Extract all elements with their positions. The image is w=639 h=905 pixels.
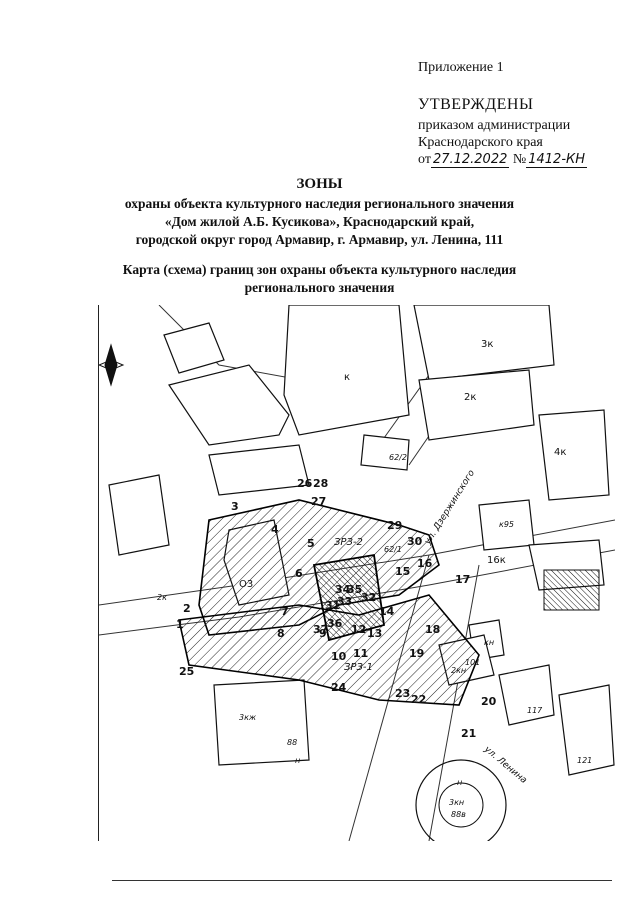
approved-by-line1: приказом администрации	[418, 118, 571, 133]
bottom-rule	[112, 880, 612, 881]
zones-map-svg: 3к 2к к 4к 62/2 О3 к95 16к 2к 3кж 88 н 1…	[99, 305, 615, 841]
label-n: н	[295, 756, 300, 765]
label-2kn: 2кн	[451, 666, 466, 675]
label-62-2: 62/2	[389, 453, 407, 462]
map-caption-line-1: Карта (схема) границ зон охраны объекта …	[122, 262, 517, 277]
point-33: 33	[337, 595, 352, 608]
compass-icon	[99, 343, 125, 387]
point-11: 11	[353, 647, 368, 660]
point-4: 4	[271, 523, 279, 536]
zone-label-zrz-2: ЗРЗ-2	[334, 537, 363, 548]
order-from: от	[418, 152, 431, 167]
zones-map: 3к 2к к 4к 62/2 О3 к95 16к 2к 3кж 88 н 1…	[98, 305, 615, 841]
building-4k	[538, 409, 610, 501]
label-kn: кн	[484, 638, 494, 647]
point-9: 9	[319, 627, 327, 640]
street-dzerzhinskogo: ул. Дзержинского	[423, 468, 478, 547]
point-28: 28	[313, 477, 328, 490]
label-3kzh: 3кж	[239, 713, 257, 722]
label-3k: 3к	[481, 339, 493, 350]
label-03: О3	[239, 579, 253, 590]
order-date: 27.12.2022	[430, 152, 510, 168]
appendix-label: Приложение 1	[418, 60, 504, 75]
point-numbers: 1 2 3 4 5 6 7 8 9 10 11 12 13 14 15 16 1…	[176, 477, 497, 740]
label-121: 121	[577, 756, 592, 765]
point-34: 34	[335, 583, 351, 596]
street-lenina: ул. Ленина	[481, 744, 528, 786]
order-number-sign: №	[512, 152, 527, 167]
label-k95: к95	[499, 520, 514, 529]
point-31: 31	[325, 599, 340, 612]
building-3k	[413, 305, 555, 381]
building-top-center	[283, 305, 410, 436]
point-13: 13	[367, 627, 382, 640]
point-14: 14	[379, 605, 395, 618]
map-caption-line-2: регионального значения	[244, 280, 395, 295]
label-88v: 88в	[451, 810, 466, 819]
building-center-k	[208, 444, 310, 496]
label-2k: 2к	[464, 392, 476, 403]
building-3kzh	[213, 679, 310, 766]
point-22: 22	[411, 693, 426, 706]
building-top-left	[163, 322, 225, 374]
label-n-round: н	[457, 778, 462, 787]
dense-block	[543, 569, 600, 611]
point-25: 25	[179, 665, 194, 678]
roundabout	[415, 759, 507, 841]
label-2k-left: 2к	[157, 593, 167, 602]
label-16k: 16к	[487, 555, 506, 566]
label-4k: 4к	[554, 447, 566, 458]
label-88: 88	[287, 738, 297, 747]
title-line-2: «Дом жилой А.Б. Кусикова», Краснодарский…	[164, 214, 475, 229]
point-30: 30	[407, 535, 423, 548]
point-37: 37	[313, 623, 328, 636]
point-10: 10	[331, 650, 347, 663]
point-17: 17	[455, 573, 470, 586]
point-7: 7	[281, 605, 289, 618]
title-line-1: охраны объекта культурного наследия реги…	[124, 196, 515, 211]
point-21: 21	[461, 727, 476, 740]
point-1: 1	[176, 618, 184, 631]
building-121	[558, 684, 615, 776]
zone-label-zrz-1: ЗРЗ-1	[344, 662, 373, 673]
building-left-l	[168, 364, 290, 446]
label-101: 101	[465, 658, 480, 667]
label-3kn: 3кн	[449, 798, 464, 807]
label-117: 117	[527, 706, 543, 715]
point-24: 24	[331, 681, 347, 694]
point-26: 26	[297, 477, 313, 490]
point-29: 29	[387, 519, 402, 532]
point-36: 36	[327, 617, 343, 630]
point-5: 5	[307, 537, 315, 550]
object-core	[312, 553, 386, 642]
point-23: 23	[395, 687, 410, 700]
point-8: 8	[277, 627, 285, 640]
point-20: 20	[481, 695, 497, 708]
label-k-top: к	[344, 372, 350, 383]
building-left-strip	[108, 474, 170, 556]
point-19: 19	[409, 647, 424, 660]
point-3: 3	[231, 500, 239, 513]
point-6: 6	[295, 567, 303, 580]
document-title: ЗОНЫ	[296, 176, 343, 192]
label-62-1: 62/1	[384, 545, 402, 554]
order-number: 1412-КН	[526, 152, 588, 168]
building-117	[498, 664, 555, 726]
approved-label: УТВЕРЖДЕНЫ	[418, 96, 534, 113]
point-16: 16	[417, 557, 433, 570]
point-12: 12	[351, 623, 366, 636]
point-27: 27	[311, 495, 326, 508]
building-2k	[418, 369, 535, 441]
point-15: 15	[395, 565, 410, 578]
point-18: 18	[425, 623, 440, 636]
building-62-2	[360, 434, 410, 471]
point-32: 32	[361, 591, 376, 604]
title-line-3: городской округ город Армавир, г. Армави…	[135, 232, 504, 247]
approved-by-line2: Краснодарского края	[418, 135, 543, 150]
point-35: 35	[347, 583, 362, 596]
point-2: 2	[183, 602, 191, 615]
